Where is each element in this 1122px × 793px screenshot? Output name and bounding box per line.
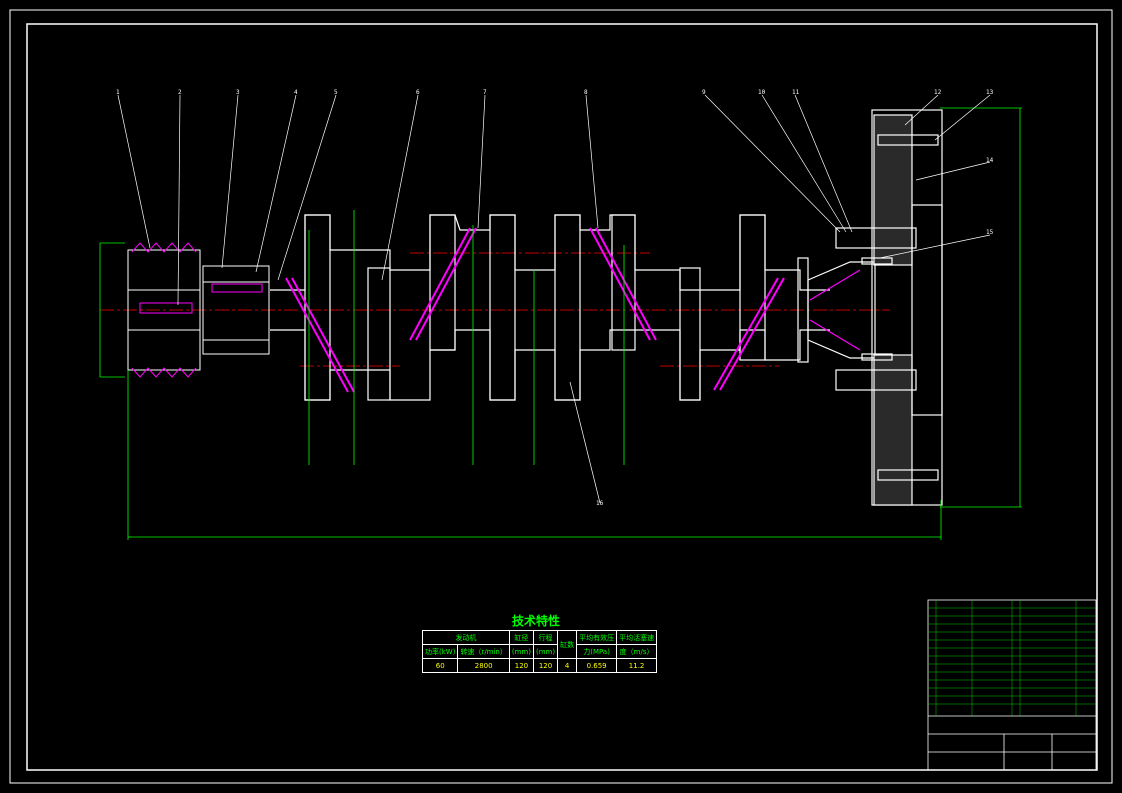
leader-lines (117, 94, 991, 504)
balloon-12: 12 (934, 89, 942, 96)
spec-header-rpm: 转速（r/min） (457, 644, 510, 659)
balloon-11: 11 (792, 89, 800, 96)
outer-border (9, 9, 1113, 784)
balloon-7: 7 (483, 89, 487, 96)
balloon-13: 13 (986, 89, 994, 96)
balloon-5: 5 (334, 89, 338, 96)
oil-passages (285, 227, 785, 393)
spec-value-rpm: 2800 (457, 658, 510, 673)
spec-header-pressure-unit: 力(MPa) (576, 644, 618, 659)
balloon-15: 15 (986, 229, 994, 236)
spec-value-cylinders: 4 (557, 658, 578, 673)
spec-value-stroke: 120 (532, 658, 559, 673)
pulley (127, 242, 201, 378)
inner-frame (26, 23, 1098, 771)
crank-webs (270, 214, 830, 401)
spec-value-power: 60 (421, 658, 459, 673)
spec-header-stroke: 行程 (532, 630, 559, 645)
spec-value-pressure: 0.659 (576, 658, 618, 673)
spec-header-stroke-unit: (mm) (532, 644, 559, 659)
spec-header-bore-unit: (mm) (508, 644, 534, 659)
spec-value-bore: 120 (508, 658, 534, 673)
balloon-1: 1 (116, 89, 120, 96)
balloon-6: 6 (416, 89, 420, 96)
balloon-2: 2 (178, 89, 182, 96)
balloon-9: 9 (702, 89, 706, 96)
balloon-14: 14 (986, 157, 994, 164)
spec-header-engine: 发动机 (422, 630, 510, 645)
spec-table-title: 技术特性 (512, 614, 561, 628)
balloon-16: 16 (596, 500, 604, 507)
balloon-3: 3 (236, 89, 240, 96)
spec-header-pressure: 平均有效压 (576, 630, 618, 645)
balloon-10: 10 (758, 89, 766, 96)
balloon-8: 8 (584, 89, 588, 96)
spec-value-speed: 11.2 (616, 658, 658, 673)
dimension-lines (99, 107, 1022, 540)
flywheel-flange (807, 109, 943, 506)
balloon-4: 4 (294, 89, 298, 96)
parts-list-rows (928, 600, 1096, 716)
spec-table: 发动机 缸径 行程 缸数 平均有效压 平均活塞速 功率(kW) 转速（r/min… (421, 630, 658, 673)
spec-header-bore: 缸径 (508, 630, 534, 645)
timing-gear (202, 265, 270, 355)
spec-header-speed-unit: 度（m/s） (616, 644, 658, 659)
spec-header-speed: 平均活塞速 (616, 630, 658, 645)
spec-header-power: 功率(kW) (421, 644, 459, 659)
spec-header-cylinders: 缸数 (557, 630, 578, 659)
